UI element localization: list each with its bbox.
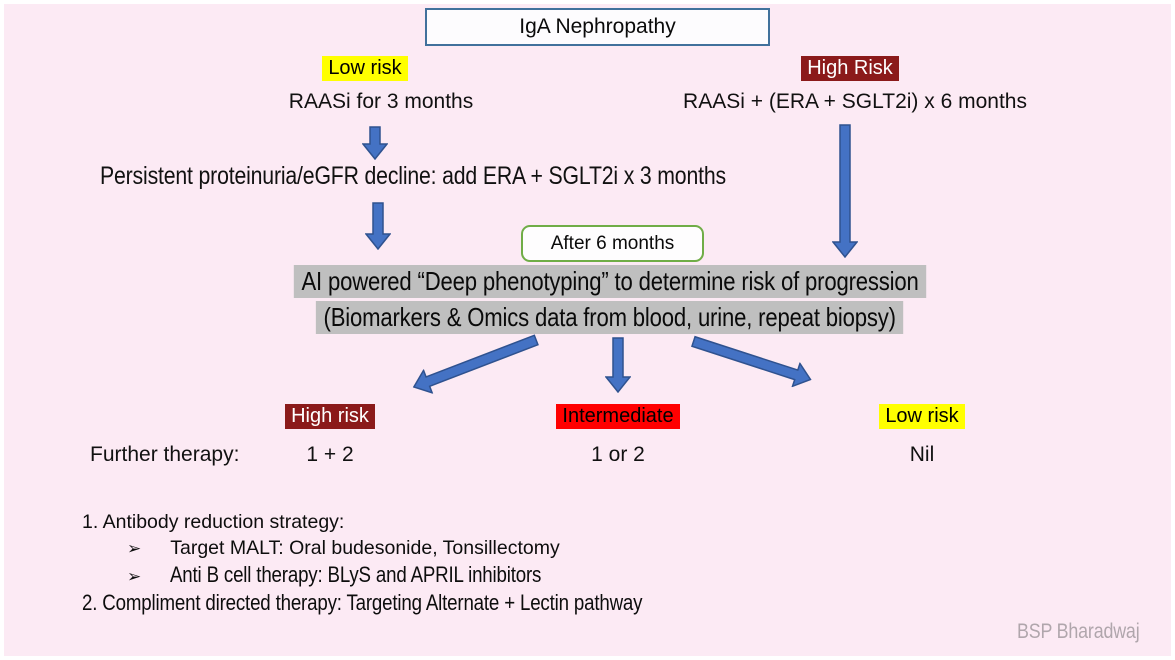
outcome-high-risk-label: High risk: [285, 404, 375, 429]
down-arrow-intermediate-icon: [605, 337, 631, 393]
diagonal-arrow-low-risk-wrap: [688, 327, 816, 394]
outcome-high-risk-wrap: High risk: [230, 404, 430, 429]
footnote-item1: 1. Antibody reduction strategy:: [82, 511, 345, 533]
low-risk-branch-label: Low risk: [322, 56, 408, 81]
footnote-item1-sub2: ➢ Anti B cell therapy: BLyS and APRIL in…: [127, 562, 607, 588]
high-risk-branch-label-wrap: High Risk: [750, 56, 950, 81]
down-arrow-to-assessment-icon: [365, 202, 391, 250]
therapy-intermediate: 1 or 2: [591, 443, 645, 466]
assessment-line2: (Biomarkers & Omics data from blood, uri…: [316, 301, 904, 334]
arrow-bullet-icon: ➢: [127, 567, 142, 586]
escalation-text: Persistent proteinuria/eGFR decline: add…: [100, 162, 726, 190]
footnote-item1-sub2-text: Anti B cell therapy: BLyS and APRIL inhi…: [170, 562, 542, 587]
low-risk-branch-therapy-wrap: RAASi for 3 months: [281, 90, 481, 114]
outcome-intermediate-label: Intermediate: [556, 404, 680, 429]
watermark-text: BSP Bharadwaj: [1016, 620, 1140, 643]
diagonal-arrow-low-risk-icon: [691, 335, 812, 388]
footnote-item1-sub1-text: Target MALT: Oral budesonide, Tonsillect…: [170, 537, 560, 559]
high-risk-branch-label: High Risk: [801, 56, 899, 81]
title-box: IgA Nephropathy: [425, 8, 770, 46]
outcome-low-risk-label: Low risk: [879, 404, 965, 429]
therapy-high-risk: 1 + 2: [306, 443, 354, 466]
footnote-item2-wrap: 2. Compliment directed therapy: Targetin…: [82, 590, 741, 616]
down-arrow-high-branch-icon: [832, 124, 858, 258]
footnote-item1-sub1: ➢ Target MALT: Oral budesonide, Tonsille…: [127, 537, 560, 560]
watermark: BSP Bharadwaj: [1017, 620, 1161, 644]
footnote-item2: 2. Compliment directed therapy: Targetin…: [82, 590, 643, 615]
diagonal-arrow-high-risk-icon: [412, 334, 539, 394]
outcome-low-risk-wrap: Low risk: [822, 404, 1022, 429]
high-risk-branch-therapy-wrap: RAASi + (ERA + SGLT2i) x 6 months: [655, 90, 1055, 114]
therapy-low-risk-wrap: Nil: [822, 443, 1022, 467]
diagonal-arrow-high-risk-wrap: [408, 326, 543, 402]
page-title: IgA Nephropathy: [519, 15, 676, 38]
further-therapy-label: Further therapy:: [90, 443, 240, 466]
therapy-low-risk: Nil: [909, 443, 935, 466]
low-risk-branch-label-wrap: Low risk: [265, 56, 465, 81]
escalation-text-wrap: Persistent proteinuria/eGFR decline: add…: [100, 162, 836, 191]
arrow-bullet-icon: ➢: [127, 539, 142, 558]
therapy-high-risk-wrap: 1 + 2: [230, 443, 430, 467]
assessment-line2-wrap: (Biomarkers & Omics data from blood, uri…: [45, 301, 1175, 334]
low-risk-branch-therapy: RAASi for 3 months: [288, 90, 474, 113]
after-6-months-box: After 6 months: [521, 225, 704, 262]
down-arrow-low-branch-icon: [362, 126, 388, 160]
high-risk-branch-therapy: RAASi + (ERA + SGLT2i) x 6 months: [683, 90, 1027, 113]
after-6-months-label: After 6 months: [550, 232, 675, 254]
assessment-line1-wrap: AI powered “Deep phenotyping” to determi…: [45, 265, 1175, 298]
assessment-line1: AI powered “Deep phenotyping” to determi…: [293, 265, 927, 298]
outcome-intermediate-wrap: Intermediate: [518, 404, 718, 429]
therapy-intermediate-wrap: 1 or 2: [518, 443, 718, 467]
